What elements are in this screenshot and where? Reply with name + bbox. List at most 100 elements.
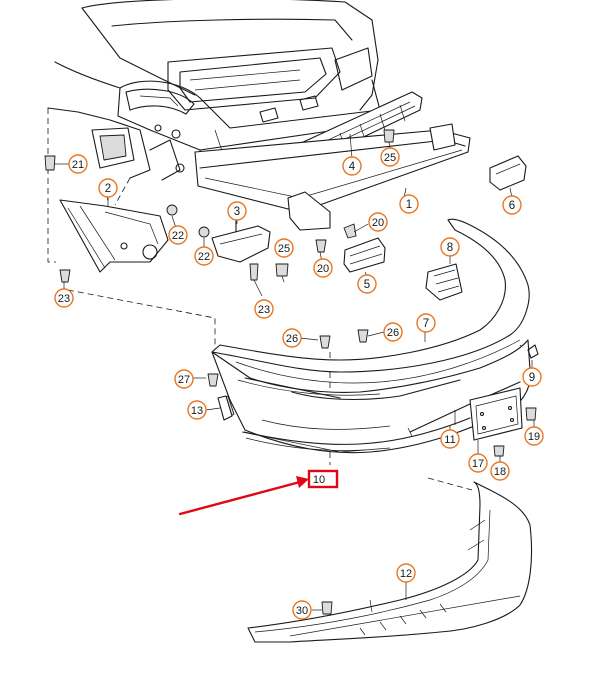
callout-circle xyxy=(274,238,294,258)
callout-circle xyxy=(468,453,488,473)
callout-26: 26 xyxy=(282,328,302,348)
callout-2: 2 xyxy=(98,178,118,198)
callout-circle xyxy=(357,274,377,294)
part-8-reflector xyxy=(425,263,463,301)
callout-17: 17 xyxy=(468,453,488,473)
callout-label: 1 xyxy=(406,199,412,211)
callout-label: 13 xyxy=(191,405,203,417)
callout-label: 23 xyxy=(58,293,70,305)
callout-label: 4 xyxy=(349,161,356,173)
callout-circle xyxy=(380,147,400,167)
callout-11: 11 xyxy=(440,429,460,449)
part-9-bolt xyxy=(527,344,539,359)
callout-label: 23 xyxy=(258,304,270,316)
callout-label: 17 xyxy=(472,458,484,470)
highlight-annotation xyxy=(178,469,339,516)
callout-circle xyxy=(440,429,460,449)
callout-circle xyxy=(282,328,302,348)
callout-19: 19 xyxy=(524,426,544,446)
callout-label: 27 xyxy=(178,374,190,386)
callout-1: 1 xyxy=(399,194,419,214)
part-7-bumper-cover xyxy=(211,218,531,454)
callout-27: 27 xyxy=(174,369,194,389)
callout-circle xyxy=(399,194,419,214)
callout-7: 7 xyxy=(416,313,436,333)
callout-circle xyxy=(396,563,416,583)
callout-circle xyxy=(227,201,247,221)
callout-circle xyxy=(368,212,388,232)
callout-label: 2 xyxy=(105,183,111,195)
callout-5: 5 xyxy=(357,274,377,294)
callout-12: 12 xyxy=(396,563,416,583)
callout-label: 25 xyxy=(384,152,396,164)
callout-circle xyxy=(342,156,362,176)
callout-label: 20 xyxy=(317,263,329,275)
callout-circle xyxy=(54,288,74,308)
callout-18: 18 xyxy=(490,461,510,481)
red-arrow-head xyxy=(296,476,309,488)
part-3-bracket xyxy=(211,219,271,263)
part-1-impact-beam xyxy=(194,123,471,231)
callout-13: 13 xyxy=(187,400,207,420)
callout-circle xyxy=(416,313,436,333)
callout-circle xyxy=(502,195,522,215)
part-12-lower-spoiler xyxy=(247,481,533,643)
callout-label: 20 xyxy=(372,217,384,229)
highlight-box xyxy=(307,469,339,489)
callout-label: 12 xyxy=(400,568,412,580)
callout-label: 21 xyxy=(72,159,84,171)
callout-circle xyxy=(254,299,274,319)
callout-label: 26 xyxy=(387,327,399,339)
callout-label: 6 xyxy=(509,200,515,212)
callout-6: 6 xyxy=(502,195,522,215)
callout-20: 20 xyxy=(368,212,388,232)
callout-circle xyxy=(174,369,194,389)
callout-circle xyxy=(313,258,333,278)
callout-9: 9 xyxy=(522,367,542,387)
callout-22: 22 xyxy=(194,246,214,266)
callout-circle xyxy=(187,400,207,420)
callout-label: 26 xyxy=(286,333,298,345)
callout-circle xyxy=(490,461,510,481)
part-6-bracket xyxy=(489,155,527,191)
callout-25: 25 xyxy=(380,147,400,167)
callouts: 1234567891011121317181920202122222323252… xyxy=(54,147,544,620)
callout-circle xyxy=(440,237,460,257)
callout-8: 8 xyxy=(440,237,460,257)
callout-label: 7 xyxy=(423,318,429,330)
callout-4: 4 xyxy=(342,156,362,176)
callout-26: 26 xyxy=(383,322,403,342)
callout-circle xyxy=(292,600,312,620)
callout-3: 3 xyxy=(227,201,247,221)
callout-label: 5 xyxy=(364,279,370,291)
callout-label: 8 xyxy=(447,242,453,254)
callout-circle xyxy=(68,154,88,174)
callout-22: 22 xyxy=(168,225,188,245)
red-arrow-line xyxy=(178,480,302,516)
callout-label: 22 xyxy=(198,251,210,263)
part-2-side-guide xyxy=(59,185,169,273)
callout-circle xyxy=(522,367,542,387)
callout-label: 30 xyxy=(296,605,308,617)
callout-label: 18 xyxy=(494,466,506,478)
callout-label: 11 xyxy=(444,434,455,446)
callout-25: 25 xyxy=(274,238,294,258)
callout-label: 19 xyxy=(528,431,540,443)
callout-circle xyxy=(524,426,544,446)
callout-30: 30 xyxy=(292,600,312,620)
callout-circle xyxy=(383,322,403,342)
callout-10: 10 xyxy=(313,474,325,486)
callout-label: 3 xyxy=(234,206,240,218)
part-13-clip xyxy=(217,395,233,421)
callout-23: 23 xyxy=(54,288,74,308)
car-body-rear xyxy=(47,0,381,181)
callout-20: 20 xyxy=(313,258,333,278)
part-5-reflector xyxy=(343,237,386,273)
callout-circle xyxy=(194,246,214,266)
callout-label: 10 xyxy=(313,474,325,486)
callout-label: 22 xyxy=(172,230,184,242)
callout-21: 21 xyxy=(68,154,88,174)
callout-label: 9 xyxy=(529,372,535,384)
callout-circle xyxy=(98,178,118,198)
